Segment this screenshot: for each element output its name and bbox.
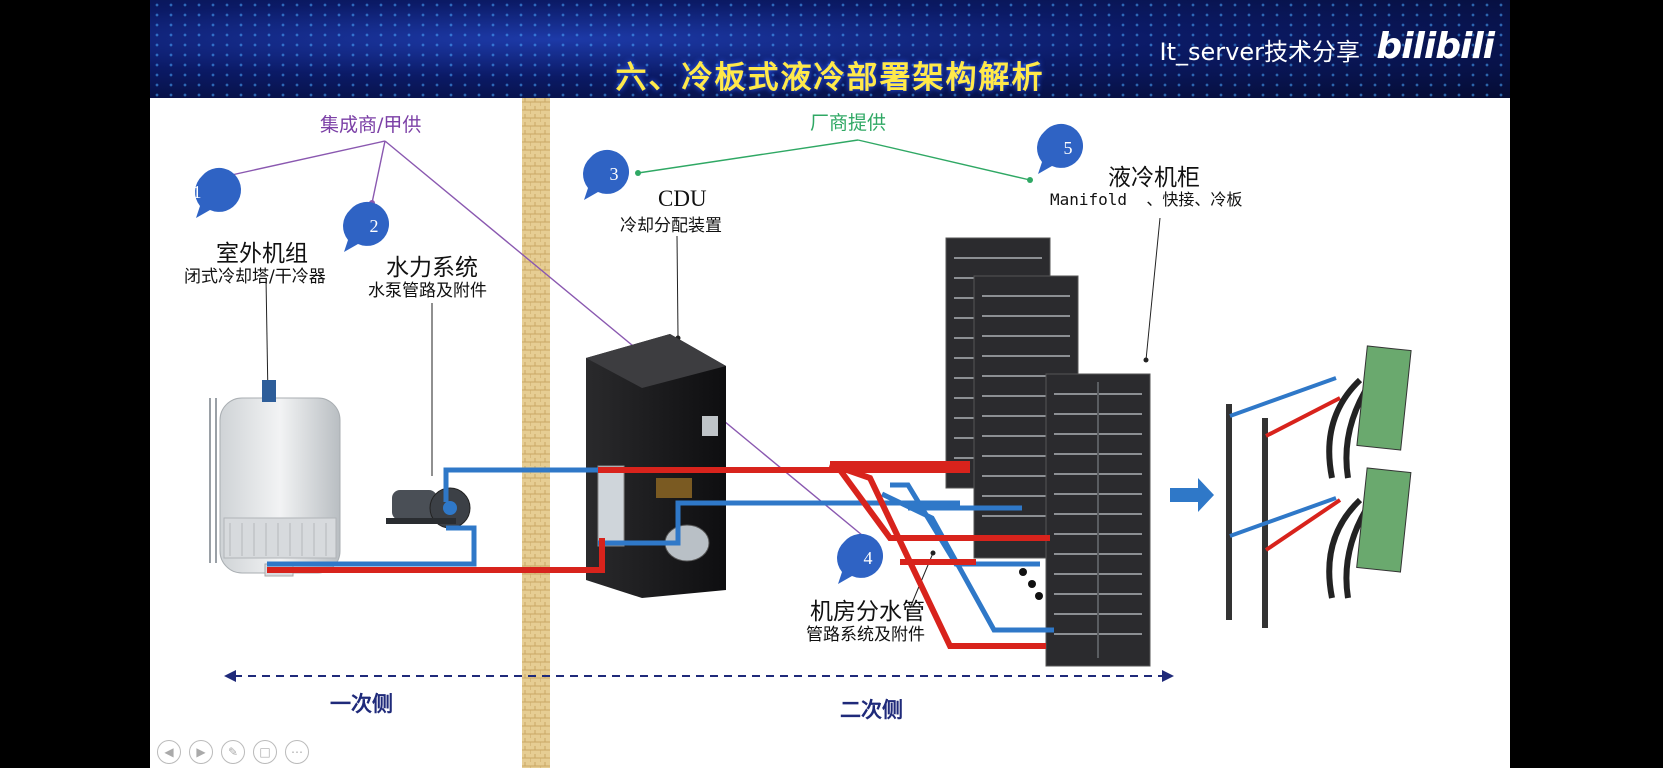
flow-arrow (1170, 478, 1214, 512)
banner-pattern (150, 0, 1510, 98)
slide-canvas: 1 2 3 4 5 集成商/甲供 厂商提供 室外机组 闭式冷却塔/干冷器 水力系… (150, 98, 1510, 768)
hot-pipes (267, 461, 1050, 649)
hydraulic-subtitle: 水泵管路及附件 (368, 281, 487, 301)
cdu-title: CDU (658, 186, 707, 211)
manifold-room-subtitle: 管路系统及附件 (806, 625, 925, 645)
outdoor-unit-subtitle: 闭式冷却塔/干冷器 (184, 267, 326, 287)
play-icon[interactable]: ▶ (189, 740, 213, 764)
rack-title: 液冷机柜 (1108, 165, 1200, 190)
bilibili-logo: bilibili (1376, 26, 1495, 67)
channel-name: It_server技术分享 (1159, 38, 1360, 66)
slideshow-controls: ◀ ▶ ✎ □ ⋯ (157, 740, 309, 764)
badge-4: 4 (864, 548, 873, 568)
badge-2: 2 (370, 216, 379, 236)
water-pump-image (386, 487, 471, 529)
prev-icon[interactable]: ◀ (157, 740, 181, 764)
diagram: 1 2 3 4 5 (193, 98, 1412, 768)
primary-side-label: 一次侧 (330, 692, 393, 716)
vendor-group-label: 厂商提供 (810, 112, 887, 134)
partition-wall (522, 98, 550, 768)
ellipsis-dots (1019, 568, 1043, 600)
cold-pipes (267, 467, 1054, 633)
badges (195, 123, 1084, 584)
hydraulic-title: 水力系统 (386, 255, 478, 280)
manifold-room-title: 机房分水管 (810, 599, 925, 624)
secondary-side-label: 二次侧 (840, 698, 903, 722)
vendor-lines (637, 139, 1031, 181)
cdu-cabinet-image (586, 334, 726, 598)
copy-icon[interactable]: □ (253, 740, 277, 764)
manifold-rails (1226, 376, 1342, 628)
slide-title: 六、冷板式液冷部署架构解析 (615, 60, 1045, 96)
side-boundary-line (224, 670, 1174, 682)
integrator-group-label: 集成商/甲供 (320, 114, 422, 136)
cold-plate-server-2 (1326, 467, 1412, 599)
pen-icon[interactable]: ✎ (221, 740, 245, 764)
cooling-tower-image (209, 380, 341, 577)
integrator-lines (217, 140, 869, 541)
more-icon[interactable]: ⋯ (285, 740, 309, 764)
header-banner: 六、冷板式液冷部署架构解析 It_server技术分享 bilibili (150, 0, 1510, 98)
outdoor-unit-title: 室外机组 (216, 241, 308, 266)
badge-5: 5 (1064, 138, 1073, 158)
cdu-subtitle: 冷却分配装置 (620, 216, 722, 236)
badge-3: 3 (610, 164, 619, 184)
cold-plate-server-1 (1326, 345, 1412, 479)
liquid-rack-3 (1045, 373, 1151, 667)
rack-subtitle: Manifold 、快接、冷板 (1050, 190, 1243, 209)
badge-1: 1 (193, 182, 202, 202)
